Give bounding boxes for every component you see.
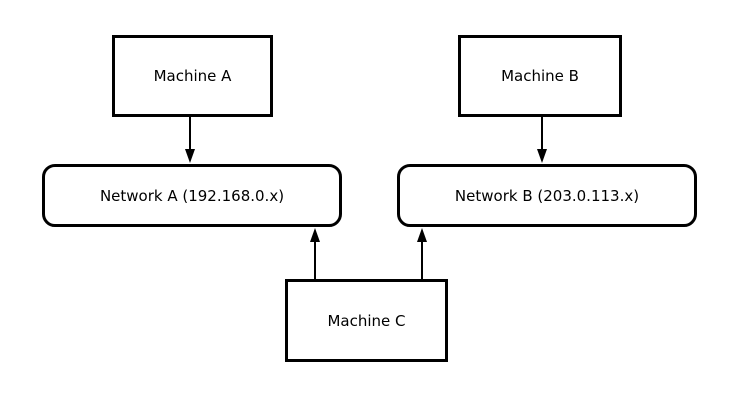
arrowhead-up-icon [310,228,320,242]
edge-machine-c-to-network-a [314,241,316,279]
node-network-b: Network B (203.0.113.x) [397,164,697,227]
node-machine-b-label: Machine B [501,67,579,85]
node-machine-c-label: Machine C [327,311,406,330]
node-machine-c: Machine C [285,279,448,362]
edge-machine-c-to-network-b [421,241,423,279]
node-machine-b: Machine B [458,35,622,117]
node-machine-a-label: Machine A [153,67,232,85]
node-network-a: Network A (192.168.0.x) [42,164,342,227]
edge-machine-b-to-network-b [541,117,543,150]
arrowhead-down-icon [537,149,547,163]
arrowhead-down-icon [185,149,195,163]
node-network-b-label: Network B (203.0.113.x) [454,186,640,205]
node-network-a-label: Network A (192.168.0.x) [99,186,285,205]
node-machine-a: Machine A [112,35,273,117]
edge-machine-a-to-network-a [189,117,191,150]
arrowhead-up-icon [417,228,427,242]
